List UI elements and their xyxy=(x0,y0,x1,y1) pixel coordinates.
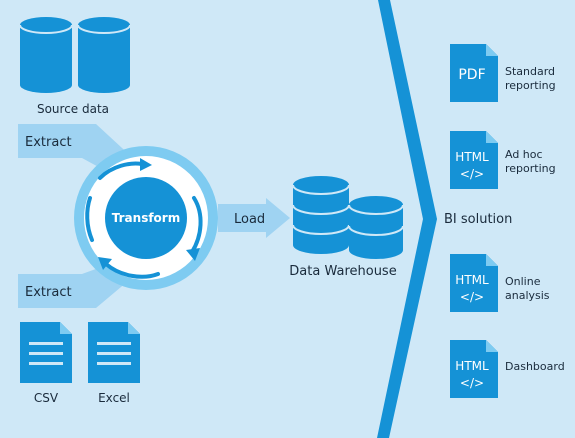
excel-document-icon xyxy=(88,322,140,383)
output-badge: HTML xyxy=(455,273,489,287)
bi-arrowhead xyxy=(425,212,437,226)
output-label-line1: Online xyxy=(505,275,541,288)
output-label-line1: Dashboard xyxy=(505,360,565,373)
output-label-line2: reporting xyxy=(505,79,556,92)
code-icon: </> xyxy=(460,167,484,181)
transform-cycle xyxy=(74,146,218,290)
csv-document-icon xyxy=(20,322,72,383)
database-icon xyxy=(292,176,350,254)
code-icon: </> xyxy=(460,376,484,390)
html-document-icon xyxy=(450,340,498,398)
html-document-icon xyxy=(450,254,498,312)
extract-top-label: Extract xyxy=(25,135,72,150)
source-databases xyxy=(19,17,131,93)
excel-label: Excel xyxy=(98,391,130,405)
output-label-line2: analysis xyxy=(505,289,550,302)
output-online-analysis: HTML </> Online analysis xyxy=(450,254,550,312)
code-icon: </> xyxy=(460,290,484,304)
pdf-document-icon xyxy=(450,44,498,102)
data-warehouse-label: Data Warehouse xyxy=(289,264,396,279)
warehouse-databases xyxy=(292,176,404,259)
output-label-line2: reporting xyxy=(505,162,556,175)
load-label: Load xyxy=(234,212,265,227)
load-arrow xyxy=(218,198,290,238)
transform-label: Transform xyxy=(112,211,180,225)
output-dashboard: HTML </> Dashboard xyxy=(450,340,565,398)
html-document-icon xyxy=(450,131,498,189)
database-icon xyxy=(348,196,404,259)
csv-label: CSV xyxy=(34,391,59,405)
output-label-line1: Standard xyxy=(505,65,555,78)
output-badge: HTML xyxy=(455,359,489,373)
database-icon xyxy=(77,17,131,93)
source-data-label: Source data xyxy=(37,102,109,116)
extract-bottom-label: Extract xyxy=(25,285,72,300)
output-badge: HTML xyxy=(455,150,489,164)
bi-solution-label: BI solution xyxy=(444,212,512,227)
database-icon xyxy=(19,17,73,93)
output-ad-hoc-reporting: HTML </> Ad hoc reporting xyxy=(450,131,556,189)
output-badge: PDF xyxy=(458,67,485,83)
output-label-line1: Ad hoc xyxy=(505,148,543,161)
output-standard-reporting: PDF Standard reporting xyxy=(450,44,556,102)
